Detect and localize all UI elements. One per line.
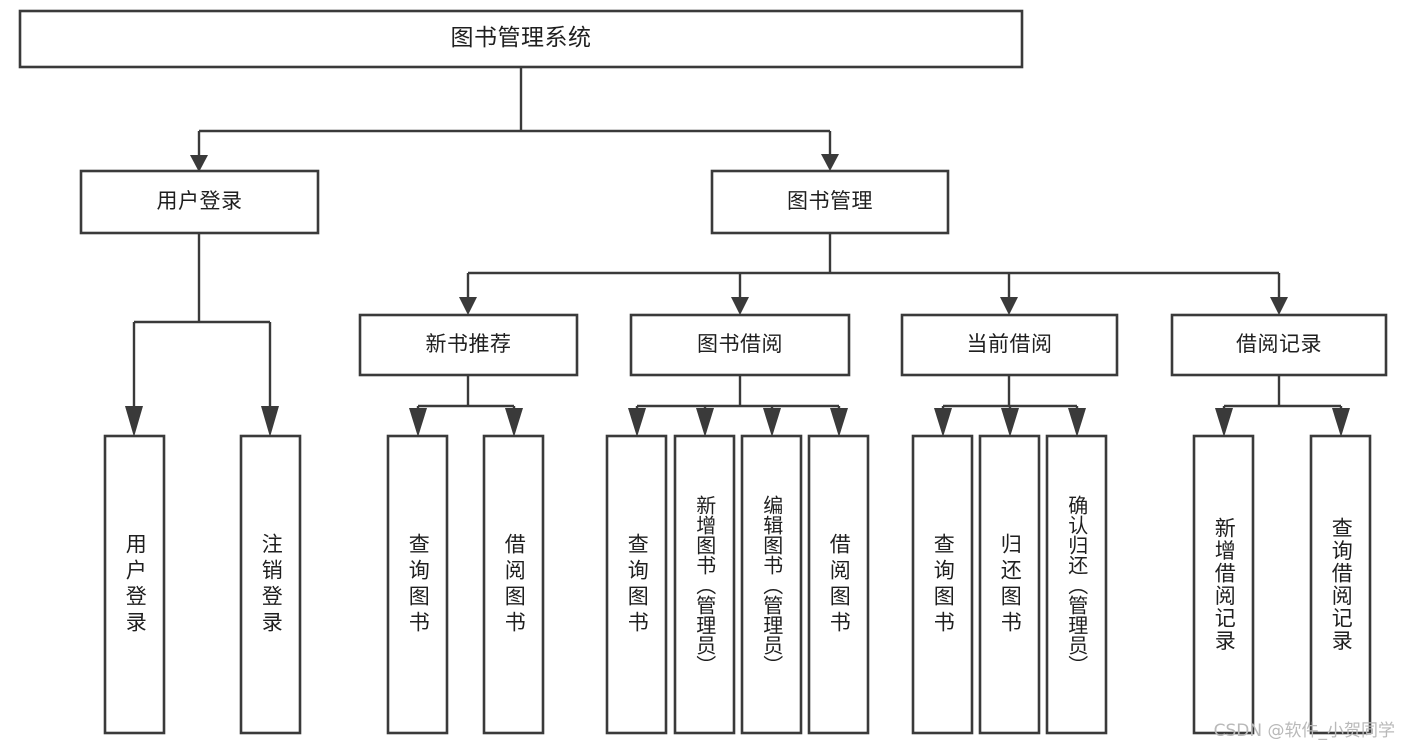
arrowhead-leaf-query-record bbox=[1332, 408, 1350, 437]
node-box-leaf-add-book[interactable] bbox=[673, 434, 736, 735]
node-box-leaf-query-book-b[interactable] bbox=[605, 434, 668, 735]
arrowhead-leaf-confirm-return bbox=[1068, 408, 1086, 437]
arrowhead-leaf-user-login bbox=[125, 406, 143, 437]
node-box-leaf-confirm-return[interactable] bbox=[1045, 434, 1108, 735]
node-box-leaf-user-login[interactable] bbox=[103, 434, 166, 735]
node-box-leaf-query-record[interactable] bbox=[1309, 434, 1372, 735]
arrowhead-leaf-return-book bbox=[1001, 408, 1019, 437]
arrowhead-leaf-borrow-book-a bbox=[505, 408, 523, 437]
node-box-book-manage[interactable] bbox=[710, 169, 950, 235]
arrowhead-bookborrow bbox=[731, 297, 749, 315]
node-box-borrow-record[interactable] bbox=[1170, 313, 1388, 377]
arrowhead-newbook bbox=[459, 297, 477, 315]
arrowhead-leaf-add-record bbox=[1215, 408, 1233, 437]
node-box-leaf-add-record[interactable] bbox=[1192, 434, 1255, 735]
node-box-user-login[interactable] bbox=[79, 169, 320, 235]
node-box-leaf-edit-book[interactable] bbox=[740, 434, 803, 735]
node-box-root[interactable] bbox=[18, 9, 1024, 69]
arrowhead-leaf-query-book-a bbox=[409, 408, 427, 437]
node-box-new-book-rec[interactable] bbox=[358, 313, 579, 377]
arrowhead-leaf-query-book-c bbox=[934, 408, 952, 437]
node-box-current-borrow[interactable] bbox=[900, 313, 1119, 377]
node-box-leaf-user-logout[interactable] bbox=[239, 434, 302, 735]
node-box-leaf-borrow-book-a[interactable] bbox=[482, 434, 545, 735]
arrowhead-leaf-borrow-book-b bbox=[830, 408, 848, 437]
arrowhead-book-manage bbox=[821, 154, 839, 171]
arrowhead-currentborrow bbox=[1000, 297, 1018, 315]
node-box-leaf-query-book-c[interactable] bbox=[911, 434, 974, 735]
arrowhead-leaf-edit-book bbox=[763, 408, 781, 437]
arrowhead-leaf-add-book bbox=[696, 408, 714, 437]
node-box-layer bbox=[18, 9, 1388, 735]
arrowhead-leaf-query-book-b bbox=[628, 408, 646, 437]
node-box-leaf-borrow-book-b[interactable] bbox=[807, 434, 870, 735]
arrowhead-layer bbox=[125, 154, 1350, 437]
arrowhead-user-login bbox=[190, 155, 208, 172]
node-box-book-borrow[interactable] bbox=[629, 313, 851, 377]
node-box-leaf-return-book[interactable] bbox=[978, 434, 1041, 735]
arrowhead-borrowrecord bbox=[1270, 297, 1288, 315]
arrowhead-leaf-user-logout bbox=[261, 406, 279, 437]
node-box-leaf-query-book-a[interactable] bbox=[386, 434, 449, 735]
